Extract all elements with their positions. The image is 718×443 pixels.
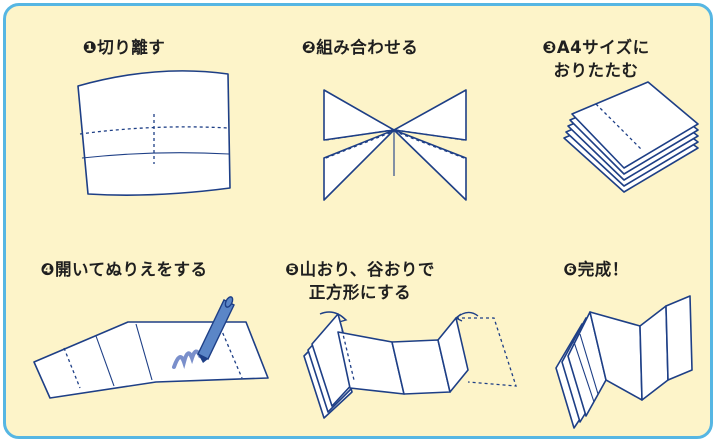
pen-icon bbox=[197, 296, 235, 363]
step-5-title-line-1: ❺山おり、谷おりで bbox=[285, 260, 435, 279]
step-1: ❶切り離す bbox=[6, 6, 242, 222]
step-5-title-line-2: 正方形にする bbox=[308, 283, 412, 302]
step-1-title-line-1: ❶切り離す bbox=[82, 38, 166, 57]
cut-sheet-illustration bbox=[77, 70, 231, 196]
step-5: ❺山おり、谷おりで 正方形にする bbox=[242, 222, 517, 436]
folded-stack-illustration bbox=[563, 81, 699, 193]
zigzag-fold-illustration bbox=[303, 311, 517, 419]
step-4-title-line-1: ❹開いてぬりえをする bbox=[40, 260, 208, 279]
step-1-title: ❶切り離す bbox=[6, 36, 242, 59]
step-4: ❹開いてぬりえをする bbox=[6, 222, 269, 436]
finished-book-illustration bbox=[555, 295, 693, 429]
step-3-title: ❸A4サイズに おりたたむ bbox=[478, 36, 710, 82]
step-2-title: ❷組み合わせる bbox=[242, 36, 478, 59]
coloring-pen-illustration bbox=[33, 296, 269, 399]
step-6-title-line-1: ❻完成！ bbox=[563, 260, 629, 279]
step-5-title: ❺山おり、谷おりで 正方形にする bbox=[242, 258, 478, 304]
step-2-title-line-1: ❷組み合わせる bbox=[301, 38, 419, 57]
step-3-title-line-1: ❸A4サイズに bbox=[542, 38, 650, 57]
step-3: ❸A4サイズに おりたたむ bbox=[478, 6, 710, 222]
step-3-title-line-2: おりたたむ bbox=[553, 61, 639, 80]
step-2: ❷組み合わせる bbox=[242, 6, 478, 222]
scribble-mark bbox=[172, 349, 202, 369]
step-6: ❻完成！ bbox=[478, 222, 710, 436]
step-4-title: ❹開いてぬりえをする bbox=[6, 258, 242, 281]
step-6-title: ❻完成！ bbox=[478, 258, 710, 281]
cross-combine-illustration bbox=[323, 89, 467, 201]
instruction-panel: ❶切り離す ❷組み合わせる ❸A4サイズに おりたたむ bbox=[3, 3, 713, 439]
